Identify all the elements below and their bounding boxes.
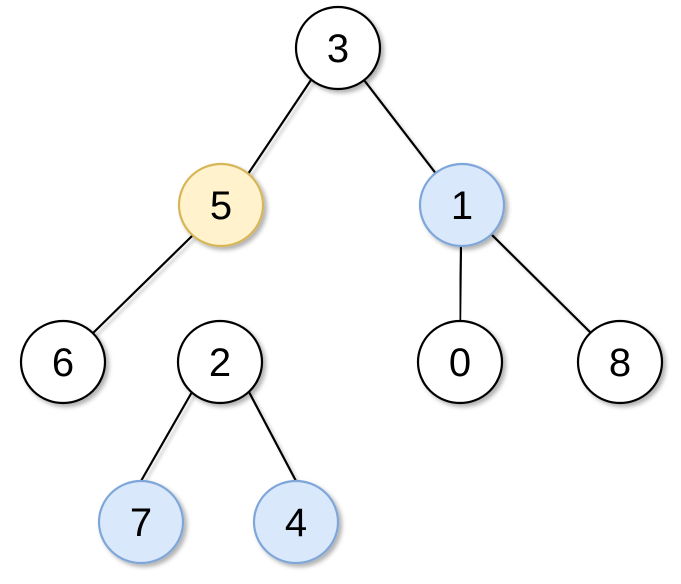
node-circle-8[interactable] [576,319,664,405]
node-circle-0[interactable] [416,319,504,405]
tree-node-3[interactable]: 3 [294,5,382,91]
node-label-7: 7 [130,501,152,545]
tree-edge-n3-to-n5 [246,78,313,176]
node-label-2: 2 [209,341,231,385]
node-label-4: 4 [285,501,307,545]
tree-edge-n1-to-n0 [458,244,463,323]
tree-node-6[interactable]: 6 [19,319,107,405]
tree-node-4[interactable]: 4 [252,479,340,565]
tree-edges-layer [90,78,594,483]
node-label-6: 6 [52,341,74,385]
node-circle-6[interactable] [19,319,107,405]
tree-edge-n1-to-n8 [489,232,594,336]
node-circle-5[interactable] [177,162,265,248]
tree-edge-n3-to-n1 [362,78,439,177]
node-circle-3[interactable] [294,5,382,91]
node-label-0: 0 [449,341,471,385]
node-label-3: 3 [327,27,349,71]
tree-node-0[interactable]: 0 [416,319,504,405]
node-label-1: 1 [451,184,473,228]
tree-edge-n5-to-n6 [90,234,194,336]
tree-node-5[interactable]: 5 [177,162,265,248]
node-label-5: 5 [210,184,232,228]
node-circle-2[interactable] [176,319,264,405]
node-circle-4[interactable] [252,479,340,565]
node-circle-7[interactable] [97,479,185,565]
tree-node-2[interactable]: 2 [176,319,264,405]
tree-node-8[interactable]: 8 [576,319,664,405]
node-circle-1[interactable] [418,162,506,248]
node-label-8: 8 [609,341,631,385]
tree-edge-n2-to-n4 [247,390,298,483]
tree-edge-n2-to-n7 [139,390,194,483]
tree-node-1[interactable]: 1 [418,162,506,248]
tree-node-7[interactable]: 7 [97,479,185,565]
tree-nodes-layer: 3 5 1 6 2 0 8 7 4 [19,5,664,565]
